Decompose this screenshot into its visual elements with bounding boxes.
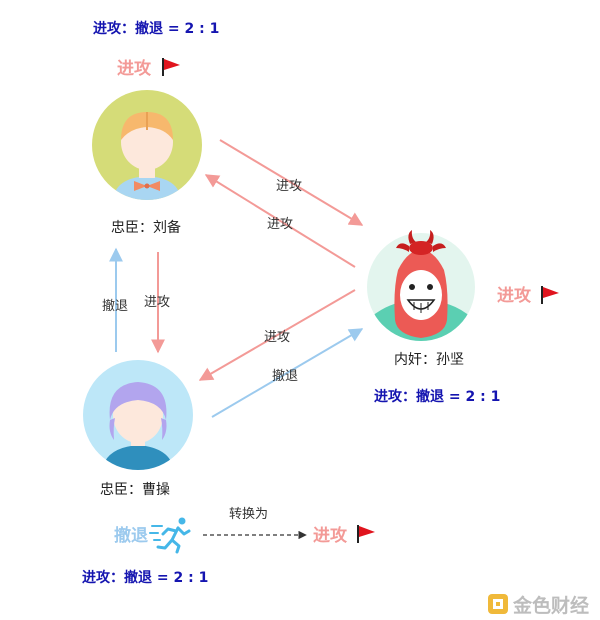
ratio-right: 进攻：撤退 = 2 : 1 [374, 388, 500, 405]
ratio-bottom: 进攻：撤退 = 2 : 1 [82, 569, 208, 586]
edge-label-liubei-to-caocao: 进攻 [144, 295, 170, 310]
edge-sunjian-to-caocao [198, 289, 356, 381]
sunjian-avatar [367, 230, 475, 341]
edge-label-caocao-to-sunjian: 撤退 [272, 368, 298, 384]
ratio-top: 进攻：撤退 = 2 : 1 [93, 20, 219, 37]
edge-label-sunjian-to-caocao: 进攻 [264, 330, 290, 345]
caocao-name: 忠臣：曹操 [100, 482, 170, 498]
sunjian-name: 内奸：孙坚 [394, 352, 464, 368]
liubei-badge: 进攻 [117, 58, 152, 79]
watermark-text: 金色财经 [512, 594, 589, 617]
liubei-name: 忠臣：刘备 [111, 219, 181, 236]
edge-liubei-to-sunjian [219, 139, 364, 226]
edge-label-caocao-to-liubei: 撤退 [102, 298, 128, 314]
edge-label-sunjian-to-liubei: 进攻 [267, 217, 293, 232]
red-flag-icon [162, 58, 180, 76]
red-flag-icon [541, 286, 559, 304]
edge-caocao-to-sunjian [211, 328, 364, 418]
running-man-icon [149, 517, 191, 554]
sunjian-badge: 进攻 [497, 285, 532, 306]
caocao-avatar [83, 360, 193, 470]
edge-label-liubei-to-sunjian: 进攻 [276, 179, 302, 194]
liubei-avatar [92, 90, 202, 200]
legend-transform-label: 转换为 [229, 507, 268, 522]
jinse-logo-icon [488, 594, 508, 614]
legend-attack-label: 进攻 [313, 525, 348, 546]
edge-sunjian-to-liubei [204, 174, 356, 268]
legend-retreat-label: 撤退 [114, 525, 148, 546]
red-flag-icon [357, 525, 375, 543]
